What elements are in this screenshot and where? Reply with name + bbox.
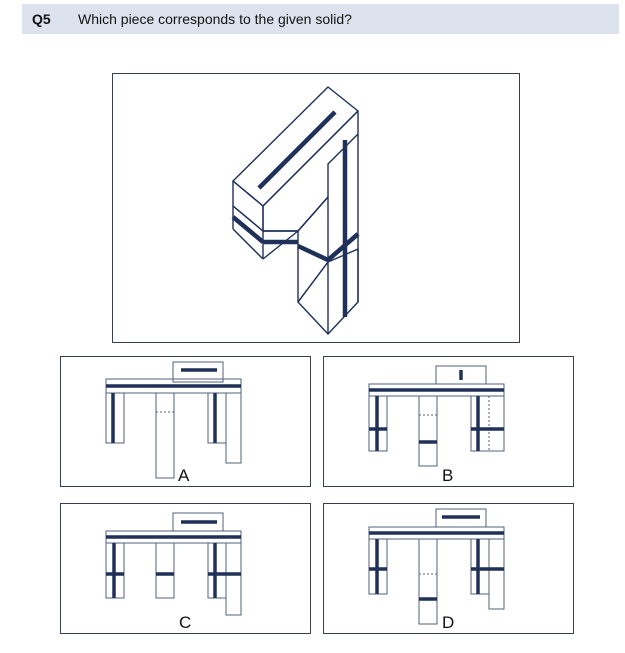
- solid-figure: [112, 73, 520, 343]
- option-b[interactable]: B: [323, 356, 574, 487]
- option-a-label: A: [178, 466, 190, 485]
- net-c-drawing: [105, 512, 242, 616]
- net-b-drawing: [368, 365, 505, 467]
- option-d[interactable]: D: [323, 503, 574, 634]
- option-b-label: B: [442, 466, 454, 485]
- solid-drawing: [231, 86, 360, 335]
- option-d-label: D: [442, 613, 455, 632]
- question-header: Q5 Which piece corresponds to the given …: [22, 4, 619, 34]
- question-number: Q5: [32, 11, 51, 27]
- net-d-drawing: [368, 508, 505, 625]
- option-c[interactable]: C: [60, 503, 311, 634]
- option-c-label: C: [179, 613, 192, 632]
- net-a-drawing: [105, 361, 242, 479]
- question-text: Which piece corresponds to the given sol…: [78, 11, 352, 27]
- option-a[interactable]: A: [60, 356, 311, 487]
